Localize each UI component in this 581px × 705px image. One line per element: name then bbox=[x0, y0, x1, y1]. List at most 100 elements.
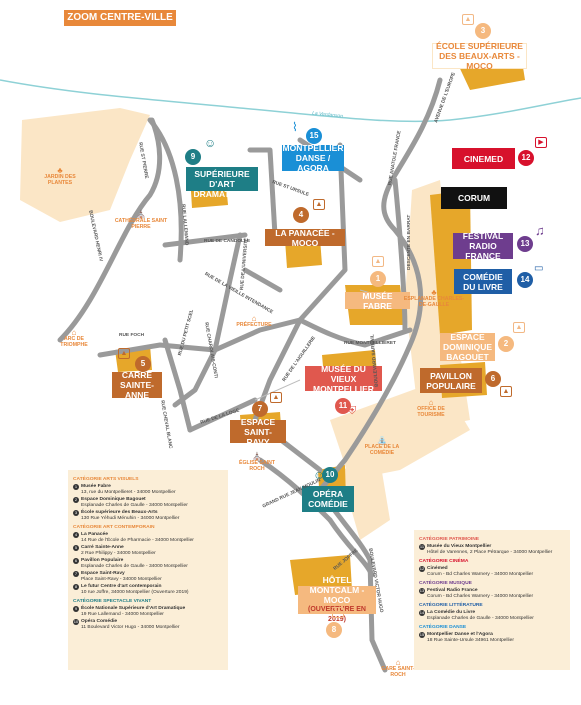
marker-13[interactable]: 13 bbox=[517, 236, 533, 252]
venue-radio-france[interactable]: FESTIVAL RADIO FRANCE bbox=[453, 231, 513, 261]
legend-item-title: La Panacée bbox=[81, 532, 108, 537]
marker-6[interactable]: 6 bbox=[485, 371, 501, 387]
arch-icon: ⌂ bbox=[71, 328, 77, 337]
venue-art-dramatique[interactable]: ÉCOLE SUPÉRIEURE D'ART DRAMATIQUE bbox=[186, 159, 258, 199]
legend-category: CATÉGORIE MUSIQUE bbox=[419, 581, 472, 586]
marker-14[interactable]: 14 bbox=[517, 272, 533, 288]
comedie-zone bbox=[330, 380, 470, 480]
marker-12[interactable]: 12 bbox=[518, 150, 534, 166]
marker-11[interactable]: 11 bbox=[335, 398, 351, 414]
place-eglise: ⛪ÉGLISE SAINT ROCH bbox=[233, 453, 281, 473]
venue-montcalm-sublabel: (Ouverture en 2019) bbox=[308, 606, 366, 623]
legend-category: CATÉGORIE SPECTACLE VIVANT bbox=[73, 599, 152, 604]
marker-2[interactable]: 2 bbox=[498, 336, 514, 352]
venue-montcalm[interactable]: HÔTEL MONTCALM - MoCo (Ouverture en 2019… bbox=[298, 575, 376, 623]
legend-item-title: Pavillon Populaire bbox=[81, 558, 124, 563]
tree-icon: ♣ bbox=[57, 166, 63, 175]
heritage-icon: ⛨ bbox=[348, 405, 357, 417]
place-jardin: ♣JARDIN DES PLANTES bbox=[38, 166, 82, 187]
venue-opera[interactable]: OPÉRA COMÉDIE bbox=[302, 486, 354, 512]
marker-15[interactable]: 15 bbox=[306, 128, 322, 144]
image-icon: ▲ bbox=[332, 607, 344, 618]
marker-10[interactable]: 10 bbox=[322, 467, 338, 483]
marker-4[interactable]: 4 bbox=[293, 207, 309, 223]
legend-item-number: 15 bbox=[419, 632, 425, 638]
legend-item-number: 9 bbox=[73, 606, 79, 612]
legend-item-number: 1 bbox=[73, 484, 79, 490]
marker-8[interactable]: 8 bbox=[326, 622, 342, 638]
venue-corum[interactable]: CORUM bbox=[441, 187, 507, 209]
venue-comedie-livre[interactable]: COMÉDIE DU LIVRE bbox=[454, 269, 512, 294]
venue-panacee[interactable]: LA PANACÉE - MoCo bbox=[265, 228, 345, 248]
venue-pavillon[interactable]: PAVILLON POPULAIRE bbox=[420, 368, 482, 393]
street-label: RUE FOCH bbox=[119, 333, 145, 338]
music-icon: ♫ bbox=[535, 223, 545, 238]
marker-3[interactable]: 3 bbox=[475, 23, 491, 39]
venue-bagouet[interactable]: ESPACE DOMINIQUE BAGOUET bbox=[440, 332, 495, 362]
image-icon: ▲ bbox=[372, 256, 384, 267]
legend-item-address: Corum - Bd Charles Warnery - 34000 Montp… bbox=[427, 594, 534, 599]
place-eglise-label: ÉGLISE SAINT ROCH bbox=[238, 460, 276, 472]
legend-item-address: 19 Rue Lallemand - 34000 Montpellier bbox=[81, 612, 164, 617]
legend-item-address: 11 Boulevard Victor Hugo - 34000 Montpel… bbox=[81, 625, 180, 630]
legend-item-title: Cinémed bbox=[427, 566, 448, 571]
image-icon: ▲ bbox=[513, 322, 525, 333]
legend-item-address: Esplanade Charles de Gaulle - 34000 Mont… bbox=[81, 564, 188, 569]
legend-item-title: La Comédie du Livre bbox=[427, 610, 476, 615]
legend-item-number: 14 bbox=[419, 610, 425, 616]
venue-danse-agora[interactable]: MONTPELLIER DANSE / AGORA bbox=[282, 143, 344, 173]
venue-beaux-arts[interactable]: ÉCOLE SUPÉRIEURE DES BEAUX-ARTS - MoCo bbox=[432, 41, 527, 71]
venue-carre-anne[interactable]: CARRÉ SAINTE-ANNE bbox=[112, 370, 162, 400]
marker-1[interactable]: 1 bbox=[370, 271, 386, 287]
marker-9[interactable]: 9 bbox=[185, 149, 201, 165]
info-icon: ⌂ bbox=[428, 398, 434, 407]
venue-saint-ravy[interactable]: ESPACE SAINT-RAVY bbox=[230, 417, 286, 447]
train-icon: ⌂ bbox=[395, 658, 401, 667]
legend-item-title: École Nationale Supérieure d'Art Dramati… bbox=[81, 606, 186, 611]
legend-item-address: 10 rue Joffre, 34000 Montpellier (Ouvert… bbox=[81, 590, 189, 595]
marker-7[interactable]: 7 bbox=[252, 401, 268, 417]
venue-vieux-montpellier[interactable]: MUSÉE DU VIEUX MONTPELLIER bbox=[305, 364, 382, 394]
venue-montcalm-label: HÔTEL MONTCALM - MoCo bbox=[309, 575, 365, 605]
place-arc-label: ARC DE TRIOMPHE bbox=[60, 336, 88, 348]
legend-item-number: 6 bbox=[73, 558, 79, 564]
film-icon: ▶ bbox=[535, 137, 547, 148]
marker-5[interactable]: 5 bbox=[135, 356, 151, 372]
place-jardin-label: JARDIN DES PLANTES bbox=[44, 174, 76, 186]
legend-item-title: Festival Radio France bbox=[427, 588, 478, 593]
legend-item-title: Carré Sainte-Anne bbox=[81, 545, 124, 550]
place-comedie: ⛲PLACE DE LA COMÉDIE bbox=[360, 437, 404, 457]
place-cathedrale-label: CATHÉDRALE SAINT PIERRE bbox=[114, 218, 168, 230]
legend-item-number: 10 bbox=[73, 619, 79, 625]
legend-item-number: 3 bbox=[73, 510, 79, 516]
legend-category: CATÉGORIE ART CONTEMPORAIN bbox=[73, 525, 155, 530]
legend-category: CATÉGORIE PATRIMOINE bbox=[419, 537, 480, 542]
place-cathedrale: ⛪CATHÉDRALE SAINT PIERRE bbox=[113, 211, 169, 231]
place-comedie-label: PLACE DE LA COMÉDIE bbox=[364, 444, 400, 456]
legend-item-address: Place Saint-Ravy - 34000 Montpellier bbox=[81, 577, 162, 582]
venue-cinemed[interactable]: CINEMED bbox=[452, 148, 515, 169]
venue-musee-fabre[interactable]: MUSÉE FABRE bbox=[345, 291, 410, 311]
